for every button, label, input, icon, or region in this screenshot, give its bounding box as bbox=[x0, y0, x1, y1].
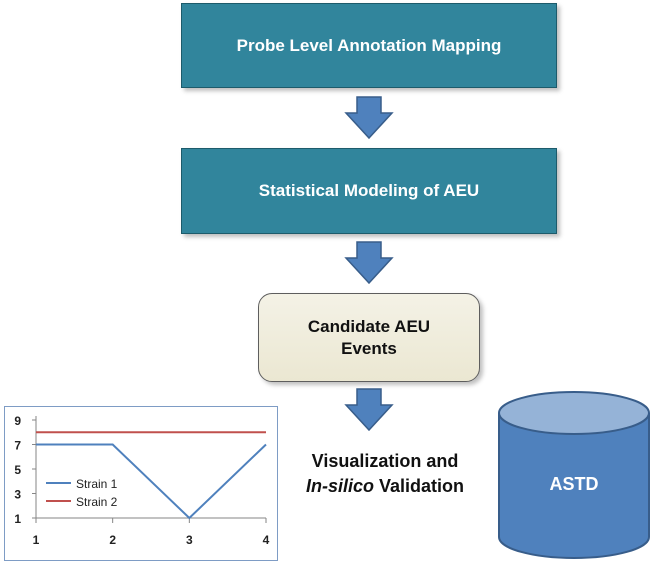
legend-label-2: Strain 2 bbox=[76, 495, 118, 509]
viz-line1: Visualization and bbox=[311, 451, 459, 471]
statistical-modeling-box: Statistical Modeling of AEU bbox=[181, 148, 557, 234]
astd-database-cylinder: ASTD bbox=[498, 391, 650, 559]
chart-canvas: 1 3 5 7 9 1 2 3 4 Strain 1 Strain 2 bbox=[14, 414, 270, 547]
candidate-aeu-events-box: Candidate AEU Events bbox=[258, 293, 480, 382]
probe-annotation-mapping-label: Probe Level Annotation Mapping bbox=[236, 35, 502, 55]
candidate-label-line1: Candidate AEU bbox=[307, 316, 431, 336]
probe-annotation-mapping-box: Probe Level Annotation Mapping bbox=[181, 3, 557, 88]
x-tick-label: 2 bbox=[109, 533, 116, 547]
down-arrow-1 bbox=[344, 96, 394, 140]
viz-italic: In-silico bbox=[305, 476, 374, 496]
legend-label-1: Strain 1 bbox=[76, 477, 118, 491]
y-tick-label: 5 bbox=[14, 463, 21, 477]
x-tick-label: 1 bbox=[33, 533, 40, 547]
down-arrow-2 bbox=[344, 241, 394, 285]
series-line-1 bbox=[36, 443, 267, 520]
database-label: ASTD bbox=[550, 474, 599, 494]
statistical-modeling-label: Statistical Modeling of AEU bbox=[258, 181, 480, 200]
strain-line-chart: 1 3 5 7 9 1 2 3 4 Strain 1 Strain 2 bbox=[4, 406, 278, 561]
down-arrow-3 bbox=[344, 388, 394, 432]
visualization-validation-text: Visualization and In-silico Validation bbox=[290, 449, 480, 499]
y-tick-label: 3 bbox=[14, 488, 21, 502]
y-tick-label: 7 bbox=[14, 439, 21, 453]
viz-line2: In-silico Validation bbox=[290, 474, 480, 499]
y-tick-label: 1 bbox=[14, 512, 21, 526]
x-tick-label: 4 bbox=[263, 533, 270, 547]
candidate-label-line2: Events bbox=[341, 338, 397, 358]
y-tick-label: 9 bbox=[14, 414, 21, 428]
viz-rest: Validation bbox=[373, 476, 465, 496]
x-tick-label: 3 bbox=[186, 533, 193, 547]
